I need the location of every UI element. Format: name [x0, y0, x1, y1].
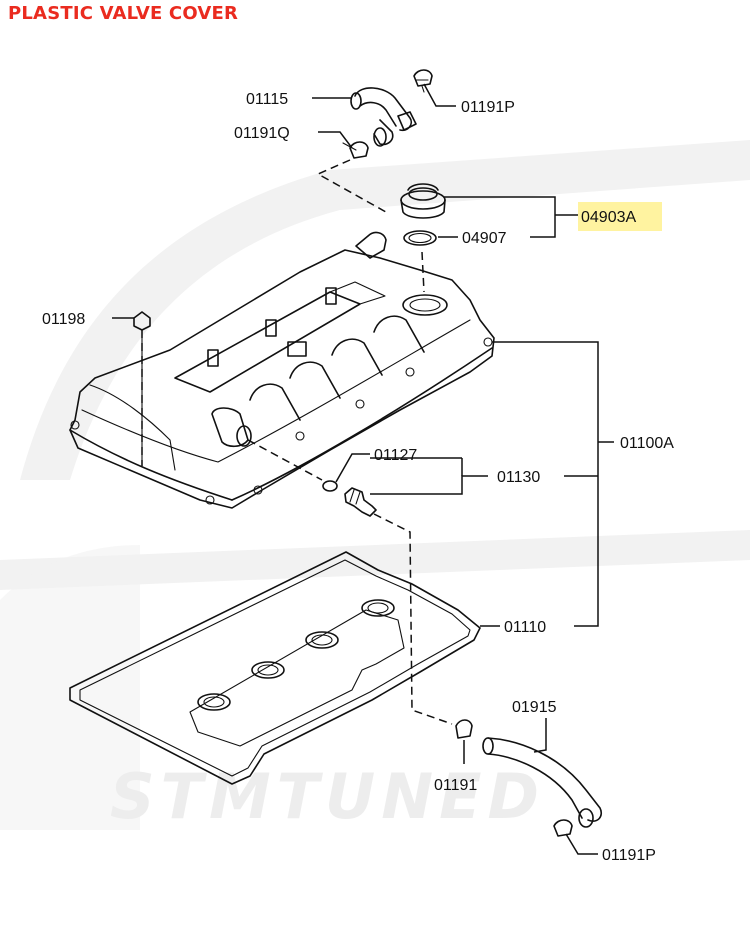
clip-01191p-bottom: [553, 819, 573, 837]
pcv-valve-01130: [344, 487, 377, 517]
label-01127: 01127: [374, 447, 417, 464]
valve-cover-gasket: [69, 551, 481, 785]
label-01100a: 01100A: [620, 435, 674, 452]
clip-01191p-top: [413, 69, 433, 93]
part-labels: 01115 01191P 01191Q 04903A 04907 01198 0…: [42, 91, 674, 864]
o-ring-01127: [322, 480, 338, 492]
label-01130: 01130: [497, 469, 540, 486]
clip-01191: [455, 719, 473, 739]
clip-01191q: [342, 141, 369, 159]
label-01191p-bottom: 01191P: [602, 847, 656, 864]
label-01191p-top: 01191P: [461, 99, 515, 116]
page-title: PLASTIC VALVE COVER: [8, 3, 239, 24]
label-01191q: 01191Q: [234, 125, 290, 142]
valve-cover: [69, 231, 495, 509]
label-04907: 04907: [462, 230, 507, 247]
leader-lines: [112, 83, 614, 855]
watermark-text: STMTUNED: [110, 760, 545, 833]
label-01915: 01915: [512, 699, 557, 716]
label-01191: 01191: [434, 777, 477, 794]
label-01115: 01115: [246, 91, 288, 108]
label-01110: 01110: [504, 619, 546, 636]
cap-gasket-ring: [403, 230, 437, 246]
watermark-graphic: STMTUNED: [0, 140, 750, 833]
hose-01115: [350, 87, 417, 147]
label-04903a: 04903A: [581, 209, 636, 226]
hose-01915: [482, 737, 603, 828]
label-01198: 01198: [42, 311, 85, 328]
dashed-guides: [141, 159, 453, 725]
highlight-04903a: [578, 202, 662, 231]
oil-filler-cap: [400, 183, 446, 219]
